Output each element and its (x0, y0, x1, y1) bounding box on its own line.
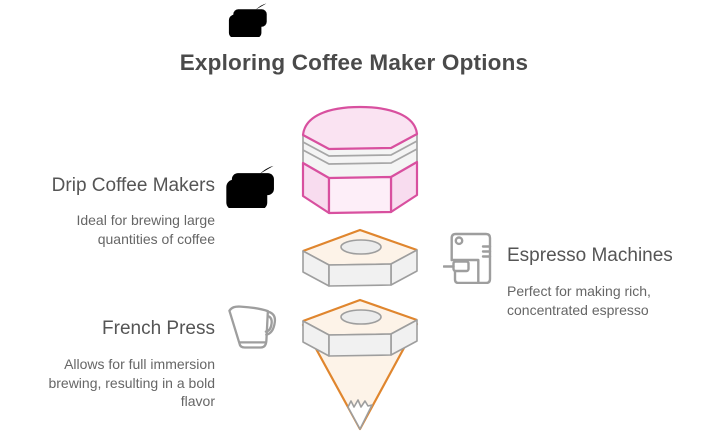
page-title: Exploring Coffee Maker Options (179, 50, 529, 75)
item-description-french-press: Allows for full immersion brewing, resul… (48, 355, 215, 410)
pitcher-jug-icon (228, 305, 277, 349)
espresso-machine-icon (443, 232, 492, 284)
item-drip-coffee-makers: Drip Coffee Makers Ideal for brewing lar… (25, 175, 215, 248)
drip-coffee-pot-icon (225, 164, 277, 208)
item-espresso-machines: Espresso Machines Perfect for making ric… (507, 245, 679, 319)
item-label-french-press: French Press (102, 318, 215, 339)
item-description-espresso: Perfect for making rich, concentrated es… (507, 282, 651, 318)
item-label-espresso: Espresso Machines (507, 245, 673, 266)
funnel-diagram (301, 105, 419, 431)
funnel-cone-tip (347, 399, 373, 430)
item-label-drip: Drip Coffee Makers (51, 175, 215, 196)
funnel-segment-pink-drum (301, 105, 419, 215)
funnel-segment-hex-nut-cone (301, 298, 419, 431)
item-french-press: French Press Allows for full immersion b… (19, 318, 215, 411)
coffee-pot-mini-icon (228, 2, 269, 37)
item-description-drip: Ideal for brewing large quantities of co… (76, 211, 215, 247)
funnel-segment-hex-nut-middle (302, 228, 418, 287)
